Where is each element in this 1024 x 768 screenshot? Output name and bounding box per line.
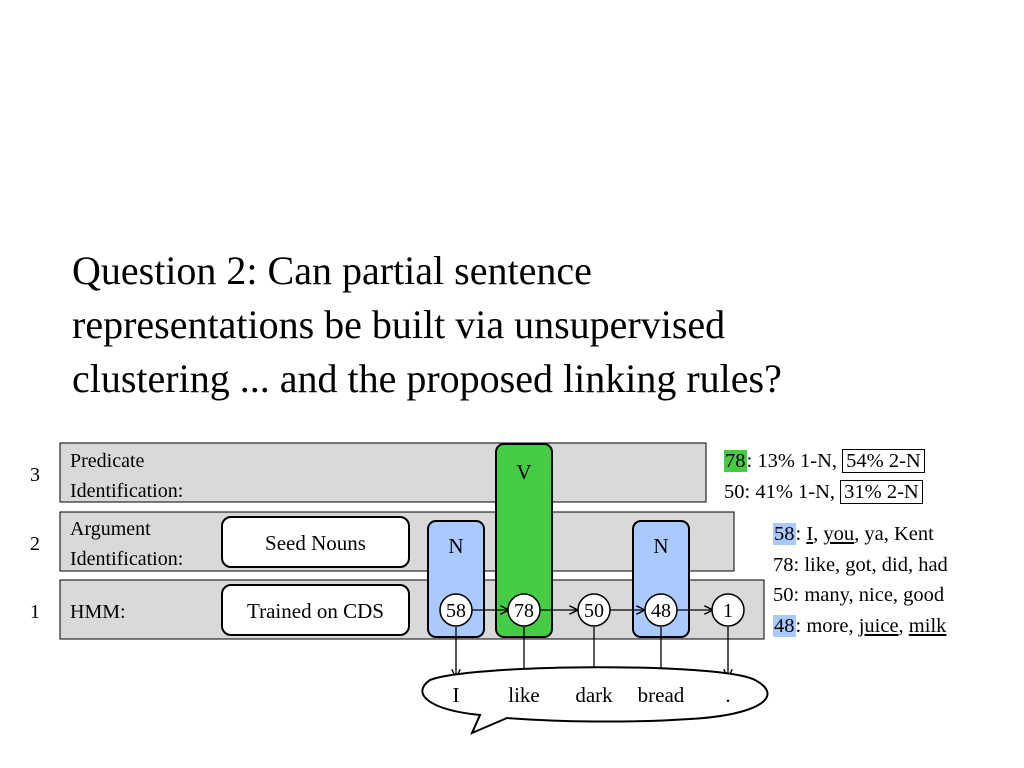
sentence-word-1: I [453,683,460,707]
state-78-highlight: 78 [724,450,747,472]
cluster-48-comma: , [898,614,909,637]
trained-on-cds-box [221,584,410,636]
cluster-58-sep: : [795,523,807,545]
sentence-word-4: bread [638,683,685,707]
state-label-1: 1 [723,600,733,622]
cluster-48-word-2: milk [908,614,947,637]
cluster-word-lists: 58: I, you, ya, Kent 78: like, got, did,… [773,519,948,641]
state-58-highlight: 58 [773,523,796,545]
predicate-stats-row-2-boxed: 31% 2-N [840,479,923,504]
seed-nouns-box [221,516,410,568]
layer-2-number: 2 [30,533,40,555]
sentence-word-2: like [508,683,540,707]
title-line-3: clustering ... and the proposed linking … [72,356,782,401]
state-48-highlight: 48 [773,614,796,637]
layer-3-number: 3 [30,464,40,486]
layer-3-label-line-1: Predicate [70,450,145,472]
cluster-50: 50: many, nice, good [773,584,945,606]
title-line-2: representations be built via unsupervise… [72,302,726,347]
predicate-stats-row-2-text: 50: 41% 1-N, [724,480,841,503]
sentence-word-5: . [725,683,730,707]
cluster-48-word-1: juice [858,614,899,637]
layer-3-label-line-2: Identification: [70,480,183,502]
layer-2-label-line-2: Identification: [70,548,183,570]
layer-1-number: 1 [30,601,40,623]
state-circle-58 [439,593,473,627]
sentence-word-3: dark [575,683,613,707]
cluster-58-word-2: you [823,523,855,545]
noun-tag-1: N [448,534,463,558]
state-label-58: 58 [446,600,466,622]
seed-nouns-label: Seed Nouns [265,531,366,555]
speech-bubble [421,666,769,735]
layer-1-label: HMM: [70,601,126,623]
predicate-stats-row-2: 50: 41% 1-N, 31% 2-N [724,477,925,508]
noun-tag-2: N [653,534,668,558]
title-line-1: Question 2: Can partial sentence [72,248,592,293]
state-label-50: 50 [584,600,604,622]
predicate-stats-row-1-text: : 13% 1-N, [746,450,843,472]
trained-on-cds-label: Trained on CDS [247,599,384,623]
predicate-stats: 78: 13% 1-N, 54% 2-N 50: 41% 1-N, 31% 2-… [724,446,925,507]
cluster-48: 48: more, juice, milk [773,611,948,642]
cluster-58-word-1: I [806,523,814,545]
state-circle-50 [577,593,611,627]
cluster-58: 58: I, you, ya, Kent [773,519,948,550]
state-circle-1 [711,593,745,627]
verb-tag: V [516,460,531,484]
predicate-stats-row-1-boxed: 54% 2-N [842,449,925,473]
state-circle-48 [644,593,678,627]
cluster-58-rest: , ya, Kent [854,523,934,545]
layer-3-band [59,442,707,503]
slide-title: Question 2: Can partial sentence represe… [72,244,972,406]
state-label-48: 48 [651,600,671,622]
state-circle-78 [507,593,541,627]
layer-2-label-line-1: Argument [70,518,151,540]
state-label-78: 78 [514,600,534,622]
cluster-78: 78: like, got, did, had [773,553,948,576]
cluster-48-sep: : more, [795,614,859,637]
predicate-stats-row-1: 78: 13% 1-N, 54% 2-N [724,446,925,477]
cluster-58-comma: , [813,523,824,545]
